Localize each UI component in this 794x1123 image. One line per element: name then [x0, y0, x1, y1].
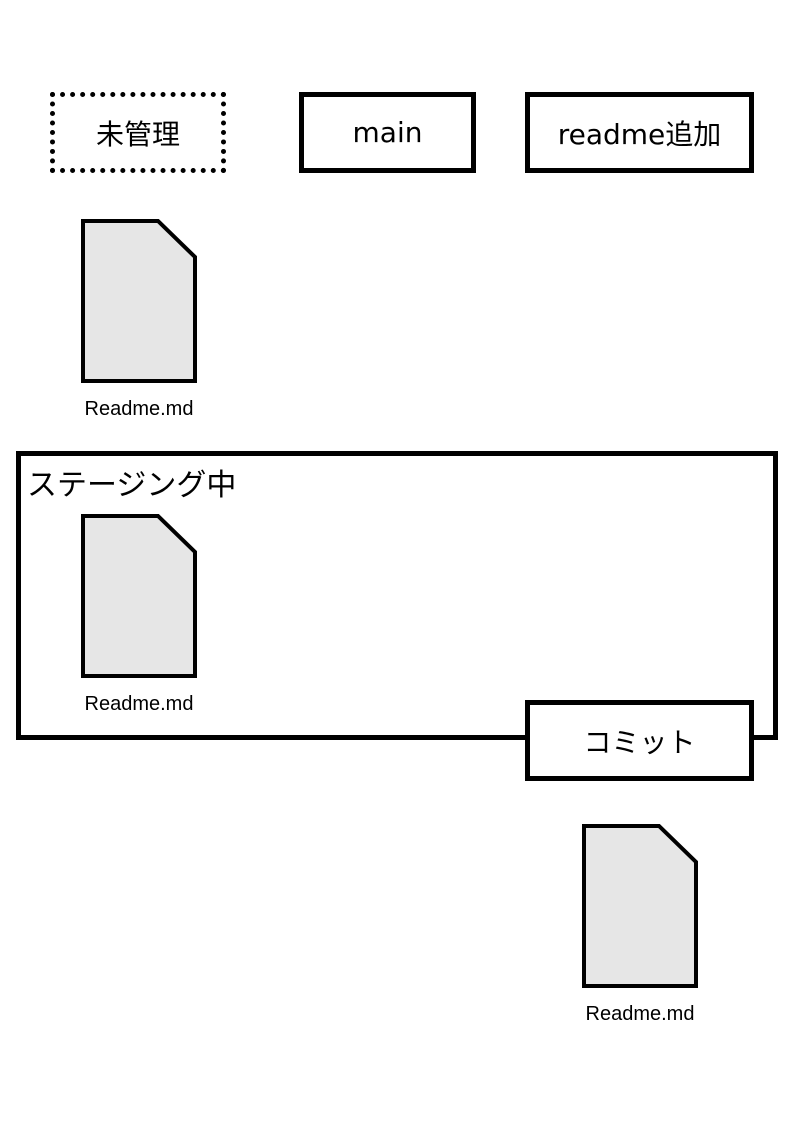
main-branch-box: main — [299, 92, 476, 173]
commit-action-label: コミット — [583, 725, 696, 759]
staged-file: Readme.md — [69, 513, 209, 716]
committed-file-name: Readme.md — [585, 1003, 695, 1025]
document-icon — [81, 514, 197, 678]
untracked-column-label: 未管理 — [95, 117, 180, 151]
commit-action-box: コミット — [525, 700, 754, 781]
staging-area-label: ステージング中 — [27, 468, 237, 503]
commit-label: readme追加 — [557, 117, 722, 151]
document-icon — [81, 219, 197, 383]
commit-box: readme追加 — [525, 92, 754, 173]
document-icon — [582, 824, 698, 988]
staged-file-name: Readme.md — [84, 693, 194, 715]
committed-file: Readme.md — [570, 823, 710, 1026]
untracked-file-name: Readme.md — [84, 398, 194, 420]
main-branch-label: main — [352, 116, 423, 149]
untracked-file: Readme.md — [69, 218, 209, 421]
untracked-column-box: 未管理 — [50, 92, 226, 173]
